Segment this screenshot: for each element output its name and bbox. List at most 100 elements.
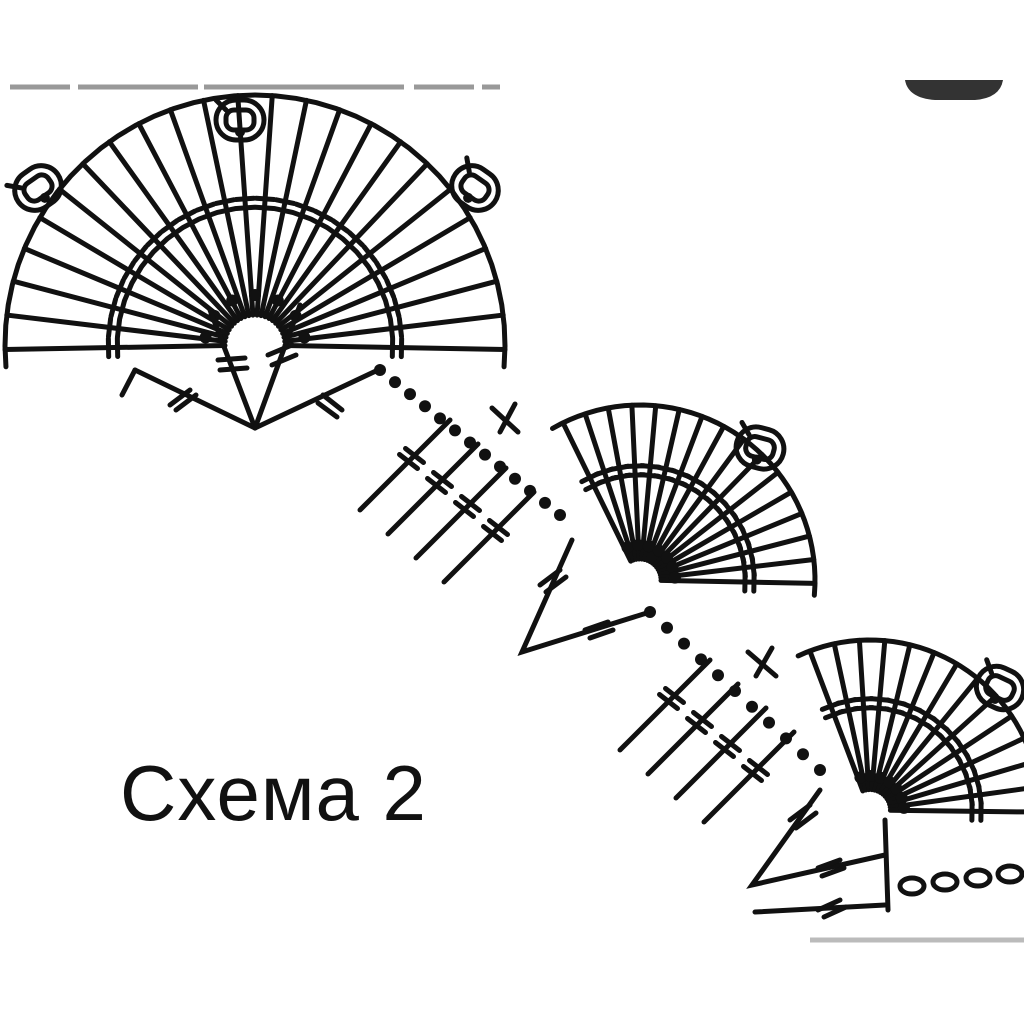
stitch-tick (180, 216, 202, 230)
double-crochet-icon (655, 489, 794, 572)
chain-stitch-icon (226, 294, 239, 307)
stitch-tick (481, 524, 504, 543)
double-crochet-icon (645, 681, 741, 777)
stitch-tick (121, 260, 137, 281)
double-crochet-icon (657, 533, 812, 578)
stitch-tick (293, 201, 316, 213)
double-crochet-icon (605, 405, 639, 562)
stitch-tick (308, 216, 330, 230)
double-crochet-icon (884, 713, 1015, 802)
double-crochet-icon (807, 648, 866, 794)
stitch-tick (431, 470, 454, 489)
stitch-tick (375, 281, 388, 303)
diagram-caption: Схема 2 (120, 749, 427, 837)
stitch-tick (719, 734, 742, 753)
stitch-tick (330, 218, 351, 234)
fan-outer-arc (550, 402, 818, 598)
picot-group (4, 97, 1024, 713)
chain-stitch-icon (890, 783, 903, 796)
double-crochet-icon (887, 786, 1024, 810)
chain-stitch-icon (298, 331, 311, 344)
chain-stitch-icon (632, 539, 645, 552)
stitch-tick (197, 210, 220, 222)
stitch-tick (396, 316, 405, 339)
double-crochet-icon (856, 637, 872, 793)
chain-stitch-icon (621, 541, 634, 554)
fan-outer-arc (795, 637, 1024, 745)
chain-stitch-icon (695, 653, 707, 666)
stitch-tick (105, 316, 114, 339)
picot-icon (973, 657, 1024, 713)
base-triangle-3 (746, 787, 1024, 920)
chain-stitch-icon (449, 424, 461, 437)
stitch-tick (159, 218, 180, 234)
chain-stitch-icon (271, 294, 284, 307)
stitch-tick (165, 225, 185, 241)
stitch-tick (176, 208, 198, 222)
double-crochet-icon (877, 661, 960, 795)
chain-stitch-icon (874, 771, 887, 784)
stitch-tick (453, 500, 476, 519)
stitch-tick (713, 740, 736, 759)
slip-stitch-crosses (489, 401, 779, 679)
fan-motif-3 (795, 637, 1024, 823)
stitch-tick (253, 204, 276, 211)
chain-stitch-icon (509, 472, 521, 485)
stitch-tick (325, 225, 345, 241)
fan-outer-arc (2, 92, 508, 370)
stitch-tick (340, 236, 359, 255)
diagonal-stitch-groups (357, 417, 797, 825)
chain-stitch-icon (763, 716, 775, 729)
double-crochet-icon (882, 693, 999, 799)
double-crochet-icon (654, 469, 781, 570)
chain-stitch-icon (854, 771, 867, 784)
stitch-tick (312, 208, 334, 222)
stitch-tick (132, 244, 149, 264)
chain-stitch-icon (434, 412, 446, 425)
double-crochet-icon (266, 121, 374, 321)
double-crochet-icon (282, 343, 508, 353)
stitch-tick (215, 206, 239, 215)
chain-stitch-icon (797, 748, 809, 761)
chain-stitch-icon (814, 764, 826, 776)
double-crochet-icon (617, 657, 713, 753)
picot-icon (213, 97, 267, 143)
fan-motif-2 (550, 402, 818, 598)
double-crochet-icon (658, 557, 817, 581)
corner-shape (905, 80, 1003, 100)
double-crochet-icon (673, 705, 769, 801)
stitch-tick (234, 204, 257, 211)
double-crochet-icon (258, 97, 309, 319)
double-crochet-icon (441, 489, 537, 585)
double-crochet-icon (869, 638, 888, 793)
double-crochet-icon (885, 735, 1024, 804)
double-crochet-icon (385, 441, 481, 537)
stitch-tick (403, 446, 426, 465)
chain-stitch-icon (864, 770, 877, 783)
double-crochet-icon (649, 436, 747, 566)
stitch-tick (273, 197, 297, 206)
double-crochet-icon (831, 641, 869, 793)
stitch-tick (691, 710, 714, 729)
chain-stitch-icon (249, 289, 261, 301)
stitch-tick (387, 317, 396, 340)
stitch-tick (373, 260, 389, 281)
chain-stitch-icon (554, 509, 566, 521)
double-crochet-icon (658, 577, 818, 586)
chain-stitch-icon (479, 448, 491, 461)
chain-stitch-icon (539, 496, 551, 509)
double-crochet-icon (582, 411, 636, 563)
chain-stitch-icon (652, 544, 665, 557)
fan-motif-1 (2, 92, 508, 370)
chain-stitch-icon (666, 561, 679, 574)
stitch-tick (151, 236, 170, 255)
stitch-tick (366, 264, 381, 286)
stitch-tick (747, 758, 770, 777)
double-crochet-icon (872, 642, 913, 793)
double-crochet-icon (887, 807, 1024, 815)
chain-stitch-icon (895, 791, 908, 804)
stitch-tick (741, 764, 764, 783)
stitch-tick (194, 201, 217, 213)
chain-stitch-icon (897, 801, 910, 814)
